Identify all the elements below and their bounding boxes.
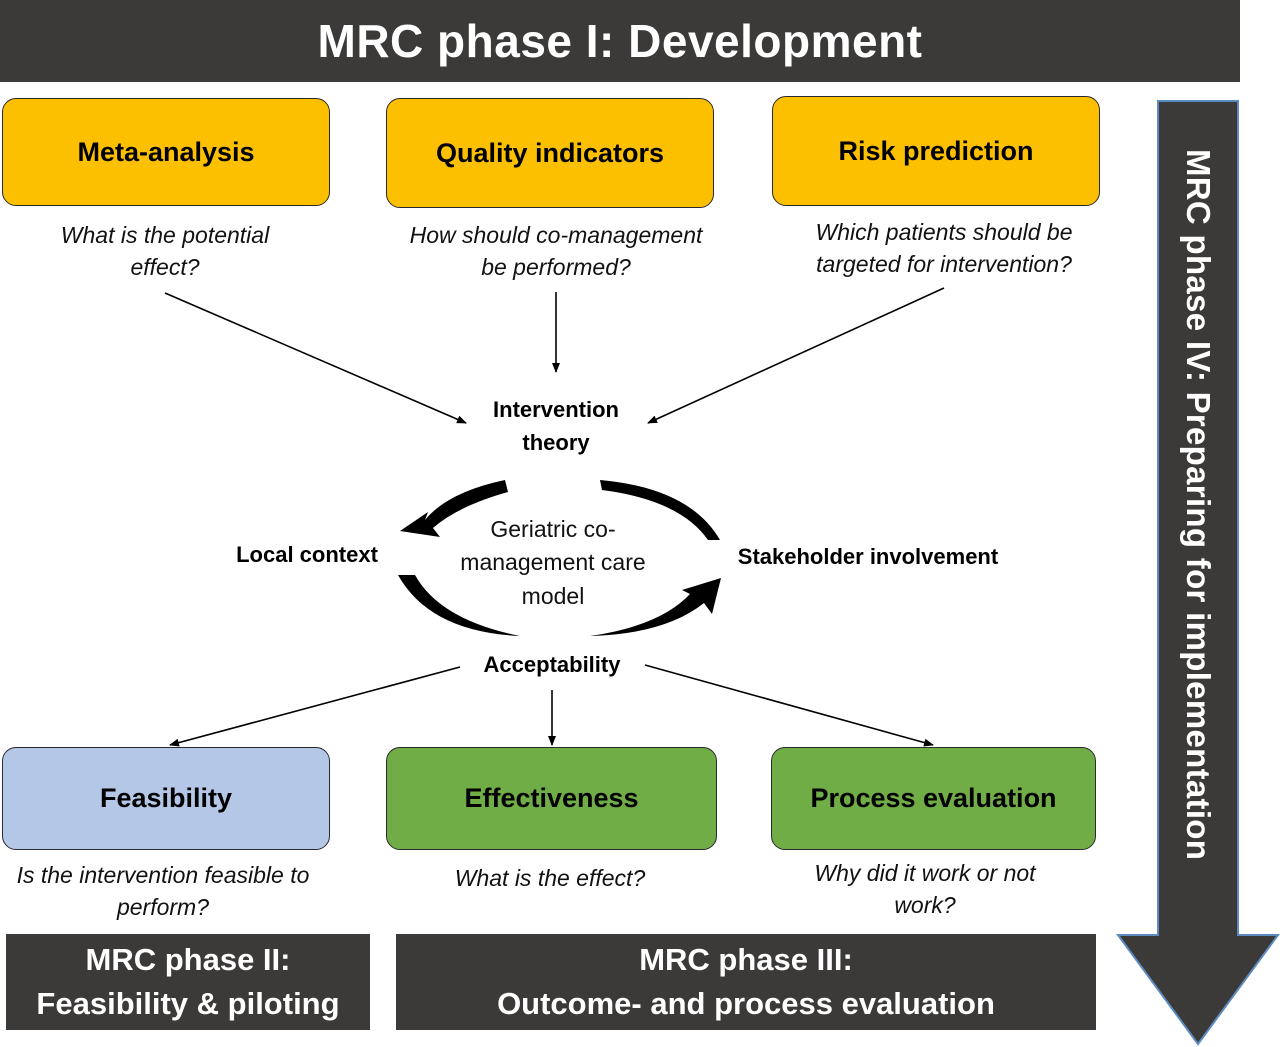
process-evaluation-question: Why did it work or not work? (814, 860, 1036, 919)
effectiveness-question: What is the effect? (454, 865, 646, 891)
cycle-arrows (398, 480, 721, 636)
meta-analysis-label: Meta-analysis (77, 136, 255, 167)
quality-indicators-question: How should co-management be performed? (409, 222, 703, 281)
phase1-banner: MRC phase I: Development (0, 0, 1240, 82)
arrow-accept-to-feasibility (169, 666, 461, 747)
feasibility-question: Is the intervention feasible to perform? (16, 862, 310, 921)
phase4-label: MRC phase IV: Preparing for implementati… (1180, 149, 1217, 861)
phase2-banner: MRC phase II: Feasibility & piloting (6, 934, 370, 1030)
acceptability-label: Acceptability (483, 652, 621, 677)
care-model-label: Geriatric co-management care model (460, 516, 646, 609)
meta-analysis-box: Meta-analysis (2, 98, 330, 206)
feasibility-label: Feasibility (99, 783, 233, 813)
arrow-accept-to-process (644, 664, 934, 747)
phase3-banner: MRC phase III: Outcome- and process eval… (396, 934, 1096, 1030)
risk-prediction-label: Risk prediction (838, 135, 1034, 166)
phase3-line2: Outcome- and process evaluation (497, 986, 995, 1021)
phase2-line1: MRC phase II: (85, 941, 291, 977)
quality-indicators-box: Quality indicators (386, 98, 714, 208)
stakeholder-involvement-label: Stakeholder involvement (737, 544, 999, 569)
phase4-arrow (1116, 100, 1280, 1046)
arrow-meta-to-theory (164, 292, 467, 424)
phase4-label-container: MRC phase IV: Preparing for implementati… (1138, 110, 1258, 900)
arrow-risk-to-theory (647, 287, 945, 424)
risk-prediction-box: Risk prediction (772, 96, 1100, 206)
feasibility-box: Feasibility (2, 747, 330, 850)
process-evaluation-label: Process evaluation (810, 783, 1057, 813)
meta-analysis-question: What is the potential effect? (60, 222, 270, 281)
phase3-line1: MRC phase III: (639, 941, 853, 977)
phase2-line2: Feasibility & piloting (36, 986, 340, 1021)
risk-prediction-question: Which patients should be targeted for in… (815, 219, 1073, 278)
local-context-label: Local context (236, 542, 378, 567)
effectiveness-box: Effectiveness (386, 747, 717, 850)
effectiveness-label: Effectiveness (464, 783, 639, 813)
process-evaluation-box: Process evaluation (771, 747, 1096, 850)
quality-indicators-label: Quality indicators (435, 137, 665, 168)
intervention-theory-label: Intervention theory (493, 397, 619, 455)
